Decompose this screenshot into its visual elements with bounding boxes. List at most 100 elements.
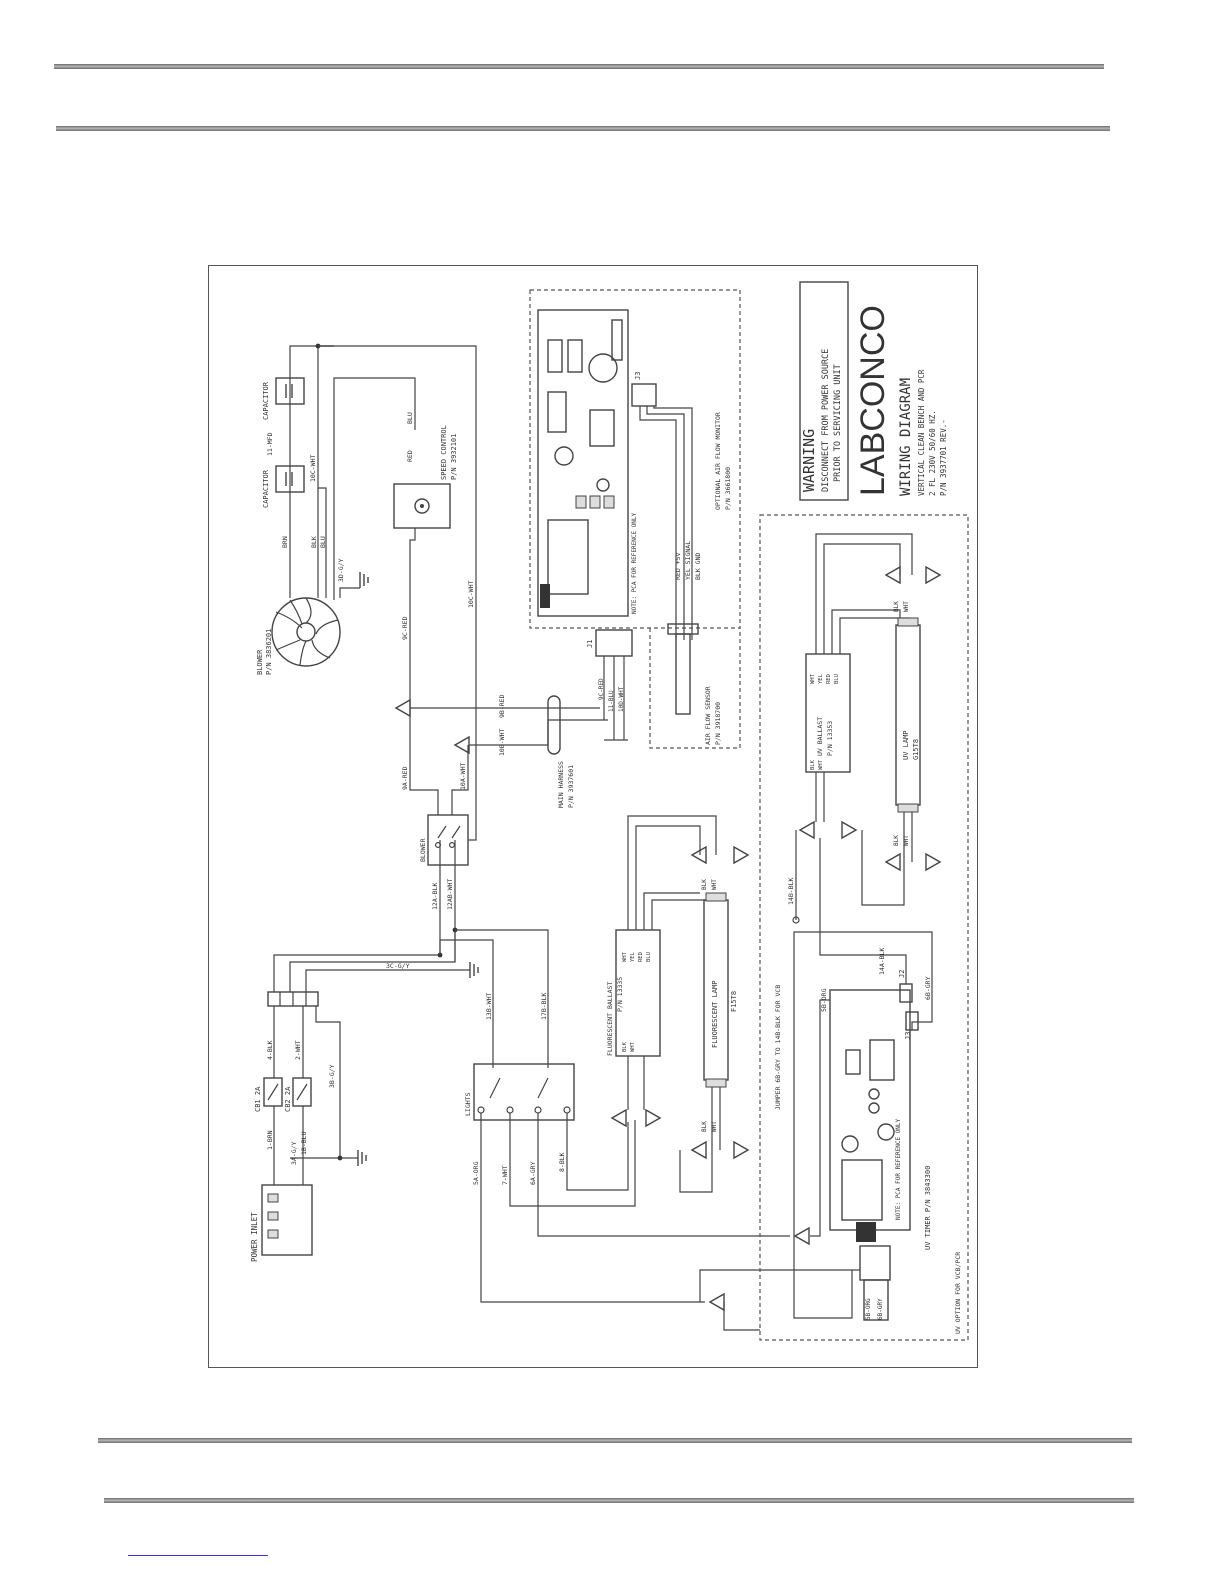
cb1-label: CB1 2A xyxy=(254,1086,262,1112)
uv-lamp: UV LAMP G15T8 xyxy=(861,617,921,906)
wire-label: 1B-BLU xyxy=(300,1131,308,1155)
wire-label: 14B-BLK xyxy=(787,878,795,905)
wire-label: 9A-RED xyxy=(401,766,409,790)
pin-label: RED xyxy=(826,674,832,684)
plug-connector xyxy=(690,845,707,865)
wire-label: 5B-ORG xyxy=(820,988,828,1012)
airflow-sensor-pn: P/N 3918700 xyxy=(714,702,722,745)
wire-label: 13B-WHT xyxy=(485,993,493,1020)
wire-label: WHT xyxy=(711,1121,718,1132)
blower-wires xyxy=(289,343,477,841)
blower-switch: BLOWER xyxy=(419,814,469,866)
warning-box xyxy=(799,281,849,501)
cb2-label: CB2 2A xyxy=(284,1086,292,1112)
diagram-title: WIRING DIAGRAM xyxy=(898,378,914,496)
wire-label: BLK xyxy=(893,835,900,846)
uv-option-box xyxy=(759,514,969,1341)
uv-lamp-pn: G15T8 xyxy=(912,739,920,760)
wire-label: RED xyxy=(406,450,414,462)
main-harness-label: MAIN HARNESS xyxy=(557,761,565,808)
wire-9a xyxy=(409,708,439,815)
plug-connector xyxy=(610,1108,627,1128)
wire-label: 17B-BLK xyxy=(540,993,548,1020)
lights-switch: LIGHTS xyxy=(464,1063,575,1121)
j1-uv-connector xyxy=(859,1245,891,1321)
uv-timer-pcb: NOTE: PCA FOR REFERENCE ONLY UV TIMER P/… xyxy=(829,989,932,1250)
j3-uv-label: J3 xyxy=(904,1032,912,1040)
wire-label: 3C-G/Y xyxy=(386,962,410,970)
circuit-breaker-1: CB1 2A xyxy=(254,1077,283,1112)
wire-label: 6A-GRY xyxy=(529,1161,537,1185)
pin-label: RED xyxy=(638,952,644,962)
wire-label: 7-WHT xyxy=(501,1165,509,1185)
pin-label: BLK xyxy=(622,1041,628,1052)
wire-label: BLK xyxy=(893,601,900,612)
ground-symbol xyxy=(357,1150,367,1166)
header-rule-bottom xyxy=(56,126,1110,131)
uv-lamp-label: UV LAMP xyxy=(902,730,910,760)
plug-connector xyxy=(925,852,942,872)
sensor-wire-a: RED +5V xyxy=(674,553,682,580)
fluorescent-lamp: FLUORESCENT LAMP F15T8 xyxy=(679,892,738,1193)
speed-control-pn: P/N 3932101 xyxy=(450,434,458,480)
wire-10a xyxy=(451,745,469,815)
airflow-pcb-note: NOTE: PCA FOR REFERENCE ONLY xyxy=(631,512,638,614)
wire-label: 14A-BLK xyxy=(878,948,886,975)
fl-lamp-label: FLUORESCENT LAMP xyxy=(711,981,719,1048)
wire-label: 3A-G/Y xyxy=(290,1141,298,1165)
wire-label: 6B-GRY xyxy=(924,976,932,1000)
j3-label: J3 xyxy=(634,372,642,380)
warning-line-1: DISCONNECT FROM POWER SOURCE xyxy=(821,349,831,492)
pin-label: BLU xyxy=(646,952,652,962)
plug-connector xyxy=(645,1108,662,1128)
pin-label: WHT xyxy=(622,951,628,962)
pin-label: WHT xyxy=(630,1041,636,1052)
uv-ballast: UV BALLAST P/N 13353 xyxy=(805,533,913,822)
wire-label: 10C-WHT xyxy=(467,581,475,608)
brand-logo-text: LABCONCO xyxy=(854,305,892,496)
footer-rule-top xyxy=(98,1438,1132,1443)
plug-connector xyxy=(793,1226,810,1246)
uv-pcb-note: NOTE: PCA FOR REFERENCE ONLY xyxy=(895,1118,902,1220)
pin-label: WHT xyxy=(818,759,824,770)
j1-connector: J1 xyxy=(586,629,633,741)
power-inlet: POWER INLET xyxy=(250,1184,313,1262)
uv-ballast-label: UV BALLAST xyxy=(816,717,824,756)
blower-label: BLOWER xyxy=(256,649,264,675)
pin-label: YEL xyxy=(630,951,636,962)
wiring-diagram-frame xyxy=(208,265,978,1368)
wire-label: 5A-ORG xyxy=(472,1161,480,1185)
uv-wires xyxy=(699,830,933,1331)
capacitor-1: CAPACITOR xyxy=(262,465,305,508)
terminal-block xyxy=(267,991,319,1007)
wire-label: BLK xyxy=(701,1121,708,1132)
airflow-monitor-pcb: NOTE: PCA FOR REFERENCE ONLY xyxy=(537,309,638,617)
blower-motor: BLOWER P/N 3836201 xyxy=(256,597,341,675)
blower-switch-label: BLOWER xyxy=(419,838,427,862)
lights-switch-label: LIGHTS xyxy=(464,1092,472,1116)
wire-label: 2-WHT xyxy=(294,1040,302,1060)
wire-label: 10D-WHT xyxy=(618,686,625,712)
main-harness: MAIN HARNESS P/N 3937601 xyxy=(410,695,608,808)
title-line-2: 2 FL 230V 50/60 HZ. xyxy=(928,410,937,496)
plug-connector xyxy=(733,1140,750,1160)
plug-connector xyxy=(841,820,858,840)
wire-label: BLK xyxy=(701,879,708,890)
wire-label: 10B-WHT xyxy=(498,729,506,756)
wire-label: 10C-WHT xyxy=(309,455,317,482)
title-block: WARNING DISCONNECT FROM POWER SOURCE PRI… xyxy=(799,281,948,501)
footer-link-underline[interactable] xyxy=(128,1555,268,1556)
wire-label: 5B-ORG xyxy=(865,1298,872,1320)
airflow-sensor-option-box xyxy=(649,628,741,749)
plug-connector xyxy=(884,852,901,872)
wire-label: BLK xyxy=(310,536,318,548)
plug-connector xyxy=(884,565,901,585)
capacitor-1-label: CAPACITOR xyxy=(262,469,270,508)
plug-connector xyxy=(690,1140,707,1160)
wire-label: BLU xyxy=(406,412,414,424)
wire-label: 6B-GRY xyxy=(877,1298,884,1320)
warning-line-2: PRIOR TO SERVICING UNIT xyxy=(833,364,843,482)
wire-label: WHT xyxy=(711,879,718,890)
pin-label: YEL xyxy=(818,673,824,684)
